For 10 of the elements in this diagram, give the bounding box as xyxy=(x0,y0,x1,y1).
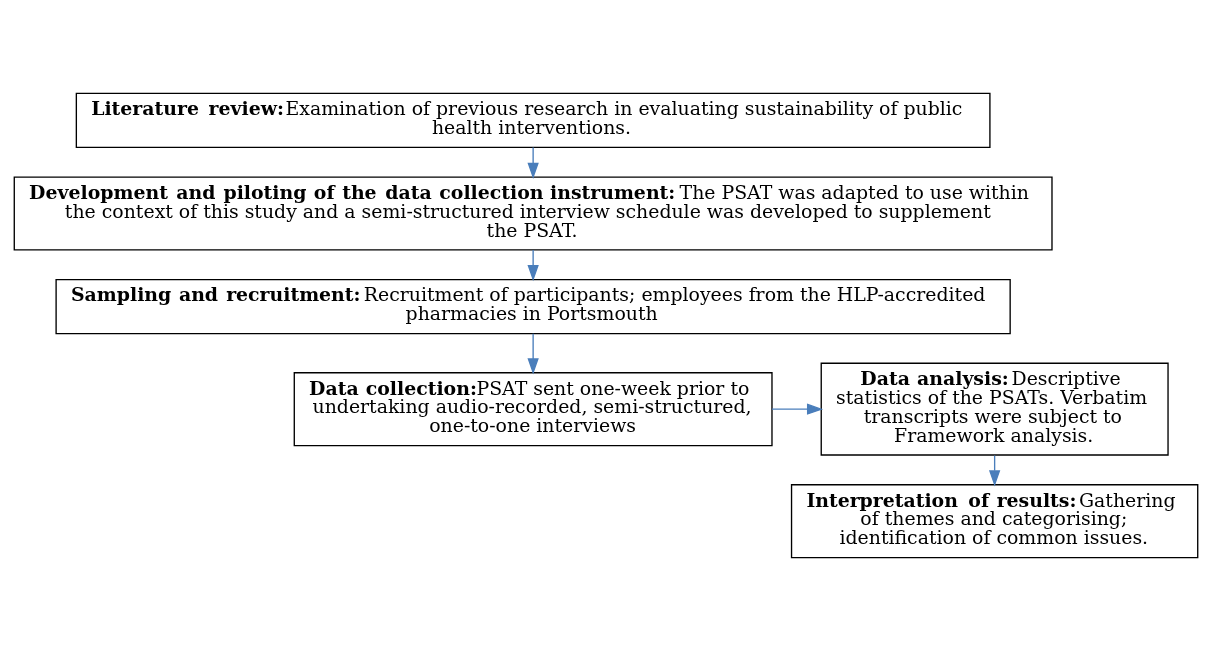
node-box: Interpretation of results:Gathering of themes and categorising; identification of common issues. xyxy=(790,484,1199,559)
node-box: Data analysis:Descriptive statistics of the PSATs. Verbatim transcripts were subject to Framework analysis. xyxy=(820,362,1169,456)
node-box: Sampling and recruitment: Recruitment of participants; employees from the HLP-accredited pharmacies in Portsmouth xyxy=(55,278,1011,335)
node-box: Development and piloting of the data collection instrument: The PSAT was adapted to use within the context of this study and a semi-structured interview schedule was developed to supplement the PSAT. xyxy=(13,176,1053,251)
arrow xyxy=(527,249,539,282)
node-box: Literature review:Examination of previous research in evaluating sustainability of public health interventions. xyxy=(75,92,991,149)
node-box: Data collection:PSAT sent one-week prior to undertaking audio-recorded, semi-structured, one-to-one interviews xyxy=(293,372,773,447)
arrow xyxy=(527,146,539,179)
arrow xyxy=(771,403,824,415)
arrow xyxy=(527,333,539,375)
